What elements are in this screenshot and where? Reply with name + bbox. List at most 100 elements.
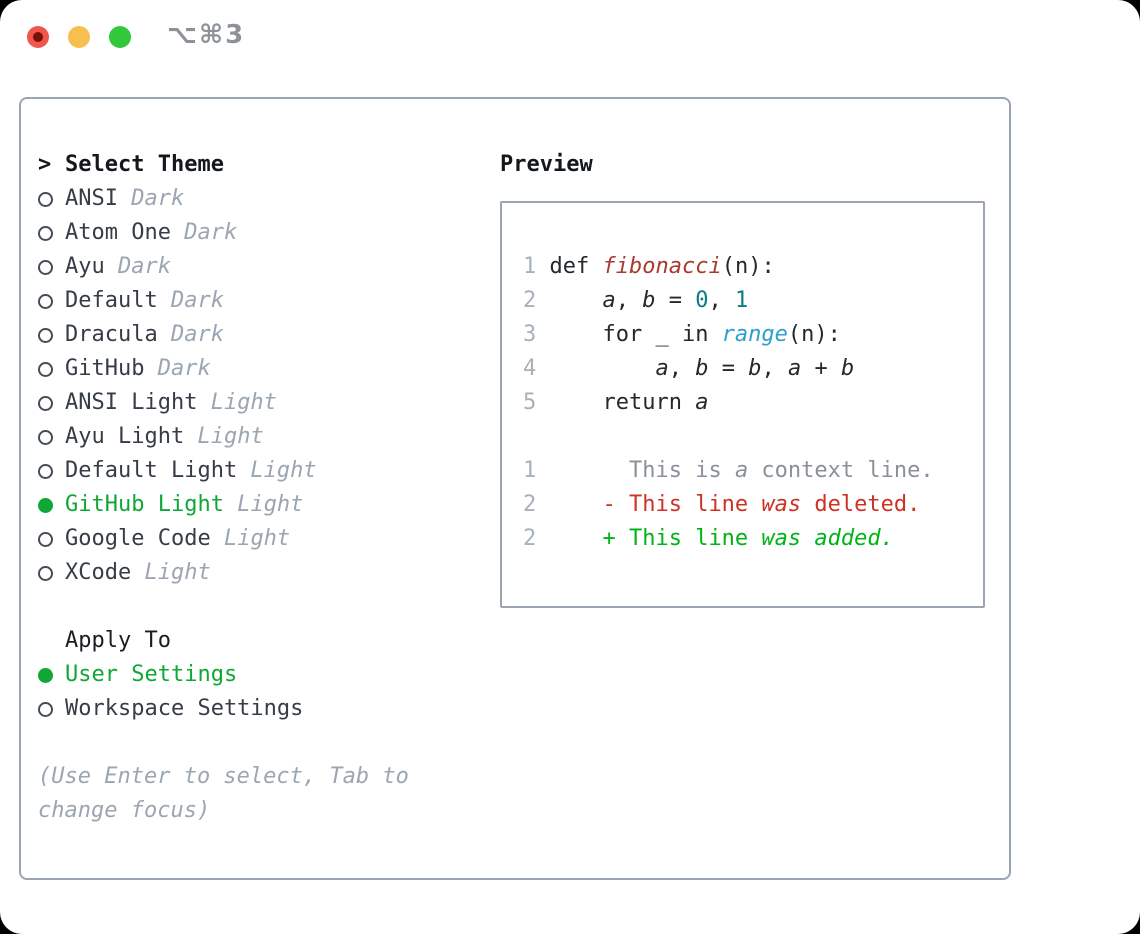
theme-item-ansi-light[interactable]: ANSI Light Light	[38, 386, 468, 420]
hint-line-2: change focus)	[38, 798, 211, 823]
code-token: b	[748, 356, 762, 381]
radio-unselected-icon	[38, 361, 53, 377]
code-line: 3 for _ in range(n):	[523, 318, 983, 352]
theme-item-ayu[interactable]: Ayu Dark	[38, 250, 468, 284]
radio-unselected-icon	[38, 395, 53, 411]
radio-unselected-icon	[38, 463, 53, 479]
code-token: added.	[814, 526, 894, 551]
theme-variant-label: Light	[237, 458, 317, 483]
theme-item-default[interactable]: Default Dark	[38, 284, 468, 318]
code-line: 2 + This line was added.	[523, 522, 983, 556]
radio-selected-icon	[38, 667, 53, 683]
theme-variant-label: Light	[197, 390, 277, 415]
theme-item-github[interactable]: GitHub Dark	[38, 352, 468, 386]
code-line: 2 - This line was deleted.	[523, 488, 983, 522]
code-token: return	[549, 390, 696, 415]
theme-variant-label: Light	[210, 526, 291, 551]
code-line: 1 def fibonacci(n):	[523, 250, 983, 284]
theme-variant-label: Dark	[157, 288, 224, 313]
code-token: was	[761, 492, 802, 517]
spacer-row	[38, 590, 468, 624]
theme-item-dracula[interactable]: Dracula Dark	[38, 318, 468, 352]
code-line: 4 a, b = b, a + b	[523, 352, 983, 386]
theme-item-xcode[interactable]: XCode Light	[38, 556, 468, 590]
code-token: =	[655, 288, 696, 313]
code-line: 2 a, b = 0, 1	[523, 284, 983, 318]
minimize-button[interactable]	[68, 26, 90, 48]
line-number: 2	[523, 288, 550, 313]
radio-unselected-icon	[38, 429, 53, 445]
line-number: 2	[523, 526, 550, 551]
cursor-icon: >	[38, 152, 52, 177]
theme-variant-label: Light	[223, 492, 304, 517]
code-token: 0	[695, 288, 709, 313]
hint-line-1: (Use Enter to select, Tab to	[38, 764, 409, 789]
radio-unselected-icon	[38, 327, 53, 343]
code-token: a	[734, 458, 749, 483]
theme-variant-label: Dark	[104, 254, 171, 279]
theme-variant-label: Dark	[157, 322, 224, 347]
radio-unselected-icon	[38, 225, 53, 241]
code-token: a	[655, 356, 669, 381]
option-label: Workspace Settings	[65, 696, 304, 721]
code-token: b	[695, 356, 709, 381]
code-token: for _ in	[549, 322, 722, 347]
option-label: GitHub	[65, 356, 145, 381]
code-token: a	[787, 356, 802, 381]
zoom-button[interactable]	[109, 26, 131, 48]
radio-unselected-icon	[38, 701, 53, 717]
code-token: a	[602, 288, 616, 313]
line-number: 3	[523, 322, 550, 347]
radio-unselected-icon	[38, 565, 53, 581]
code-token: +	[801, 356, 841, 381]
theme-item-default-light[interactable]: Default Light Light	[38, 454, 468, 488]
code-token: - This line	[549, 492, 762, 517]
code-token: deleted.	[801, 492, 921, 517]
apply-option-workspace-settings[interactable]: Workspace Settings	[38, 692, 468, 726]
preview-label: Preview	[500, 152, 593, 177]
code-token: ,	[708, 288, 735, 313]
select-theme-header: > Select Theme	[38, 148, 468, 182]
code-line	[523, 420, 983, 454]
code-token: context line.	[748, 458, 934, 483]
line-number: 1	[523, 458, 550, 483]
option-label: GitHub Light	[65, 492, 224, 517]
code-token	[550, 288, 603, 313]
code-token: 1	[734, 288, 749, 313]
theme-variant-label: Light	[131, 560, 211, 585]
line-number: 5	[523, 390, 550, 415]
code-token: was	[761, 526, 802, 551]
apply-option-user-settings[interactable]: User Settings	[38, 658, 468, 692]
theme-item-github-light[interactable]: GitHub Light Light	[38, 488, 468, 522]
code-token: a	[695, 390, 709, 415]
theme-item-atom-one[interactable]: Atom One Dark	[38, 216, 468, 250]
code-token: (n):	[721, 254, 775, 279]
option-label: Default	[65, 288, 158, 313]
close-button[interactable]	[27, 26, 49, 48]
theme-item-google-code[interactable]: Google Code Light	[38, 522, 468, 556]
line-number: 2	[523, 492, 550, 517]
radio-unselected-icon	[38, 259, 53, 275]
window-title: ⌥⌘3	[167, 20, 246, 50]
radio-unselected-icon	[38, 191, 53, 207]
code-token: ,	[761, 356, 788, 381]
radio-unselected-icon	[38, 531, 53, 547]
option-label: ANSI	[65, 186, 118, 211]
code-token: ,	[668, 356, 696, 381]
spacer-row	[38, 726, 468, 760]
code-token: This is	[549, 458, 735, 483]
option-label: User Settings	[65, 662, 238, 687]
close-button-dot-icon	[33, 32, 43, 42]
theme-item-ansi[interactable]: ANSI Dark	[38, 182, 468, 216]
option-label: XCode	[65, 560, 132, 585]
code-token: b	[840, 356, 855, 381]
option-label: Default Light	[65, 458, 238, 483]
theme-item-ayu-light[interactable]: Ayu Light Light	[38, 420, 468, 454]
code-line: 5 return a	[523, 386, 983, 420]
apply-to-header: Apply To	[38, 624, 468, 658]
code-token: + This line	[549, 526, 762, 551]
